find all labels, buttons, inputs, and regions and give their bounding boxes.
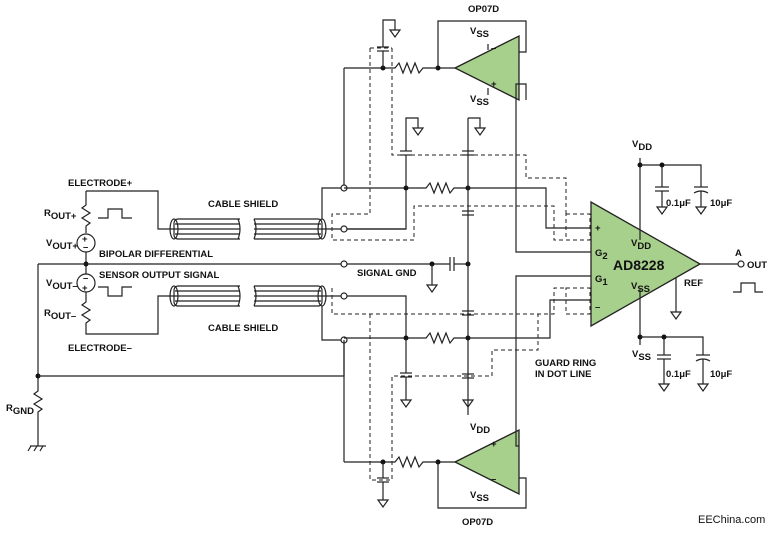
cable-shield-bottom-label: CABLE SHIELD bbox=[208, 323, 278, 334]
rgnd-label: RGND bbox=[6, 403, 34, 417]
electrode-neg-label: ELECTRODE– bbox=[68, 343, 132, 354]
cap-vss-2-label: 10μF bbox=[710, 369, 732, 380]
vout-pos-minus: – bbox=[83, 242, 88, 253]
opamp-top-vss-lower: VSS bbox=[470, 94, 489, 108]
opamp-bottom-plus: + bbox=[491, 439, 497, 450]
output-waveform-icon bbox=[733, 282, 763, 293]
output-node-label: A bbox=[735, 248, 742, 259]
vss-label: VSS bbox=[632, 349, 651, 363]
opamp-bottom-vss: VSS bbox=[470, 490, 489, 504]
vout-pos-plus: + bbox=[82, 234, 88, 245]
opamp-top bbox=[453, 34, 520, 102]
rout-neg-label: ROUT– bbox=[44, 308, 76, 322]
opamp-bottom-minus: – bbox=[491, 474, 496, 485]
in-amp-ad8228 bbox=[590, 200, 702, 328]
opamp-top-vss-upper: VSS bbox=[470, 26, 489, 40]
cap-vdd-2-label: 10μF bbox=[710, 198, 732, 209]
in-amp-vss: VSS bbox=[631, 281, 650, 295]
opamp-top-label: OP07D bbox=[468, 4, 499, 15]
in-amp-label: AD8228 bbox=[613, 257, 665, 273]
ref-label: REF bbox=[684, 278, 703, 289]
signal-gnd-label: SIGNAL GND bbox=[357, 268, 417, 279]
output-label: OUT bbox=[747, 260, 767, 271]
in-amp-g1: G1 bbox=[595, 274, 608, 288]
in-amp-minus: – bbox=[595, 302, 600, 313]
vout-neg-plus: + bbox=[82, 283, 88, 294]
vdd-label: VDD bbox=[632, 139, 652, 153]
vout-neg-minus: – bbox=[83, 273, 88, 284]
cable-shield-top-label: CABLE SHIELD bbox=[208, 199, 278, 210]
vout-pos-label: VOUT+ bbox=[46, 238, 78, 252]
sensor-label: SENSOR OUTPUT SIGNAL bbox=[99, 270, 220, 281]
cap-vss-1-label: 0.1μF bbox=[666, 369, 691, 380]
guard-ring-label-1: GUARD RING bbox=[535, 358, 596, 369]
vout-neg-waveform-icon bbox=[98, 286, 132, 297]
cap-vdd-1-label: 0.1μF bbox=[666, 198, 691, 209]
vout-pos-waveform-icon bbox=[98, 208, 132, 219]
watermark: EEChina.com bbox=[698, 514, 765, 526]
bipolar-label: BIPOLAR DIFFERENTIAL bbox=[99, 249, 213, 260]
in-amp-plus: + bbox=[595, 223, 601, 234]
opamp-top-minus: – bbox=[491, 43, 496, 54]
in-amp-vdd: VDD bbox=[631, 238, 651, 252]
guard-ring-label-2: IN DOT LINE bbox=[535, 369, 591, 380]
vout-neg-label: VOUT– bbox=[46, 278, 78, 292]
electrode-pos-label: ELECTRODE+ bbox=[68, 178, 133, 189]
opamp-bottom bbox=[453, 428, 520, 496]
rout-pos-label: ROUT+ bbox=[44, 208, 77, 222]
opamp-top-plus: + bbox=[491, 79, 497, 90]
in-amp-g2: G2 bbox=[595, 248, 608, 262]
opamp-bottom-vdd: VDD bbox=[470, 422, 490, 436]
opamp-bottom-label: OP07D bbox=[462, 517, 493, 528]
